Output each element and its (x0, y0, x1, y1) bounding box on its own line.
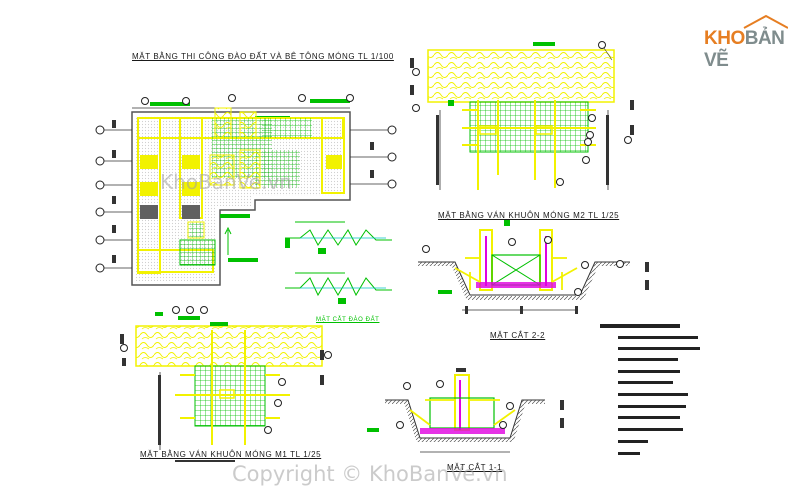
section-2-2 (418, 220, 649, 314)
khobanve-logo[interactable]: KHOBẢN VẼ (704, 14, 788, 71)
formwork-plan-m1 (120, 316, 332, 462)
logo-text-part2: BẢN VẼ (704, 28, 785, 71)
title-section-2-2: MẶT CẮT 2-2 (490, 331, 546, 340)
formwork-plan-m2 (410, 41, 634, 190)
logo-text-part1: KHO (704, 28, 745, 49)
title-formwork-m2: MẶT BẰNG VÁN KHUÔN MÓNG M2 TL 1/25 (438, 211, 620, 220)
title-excavation-plan: MẶT BẰNG THI CÔNG ĐÀO ĐẤT VÀ BÊ TÔNG MÓN… (132, 52, 394, 61)
logo-text: KHOBẢN VẼ (704, 28, 788, 72)
title-excavation-section: MẶT CẮT ĐÀO ĐẤT (316, 317, 380, 323)
section-1-1 (367, 368, 564, 453)
title-formwork-m1: MẶT BẰNG VÁN KHUÔN MÓNG M1 TL 1/25 (140, 450, 322, 459)
excavation-sections (285, 221, 392, 304)
house-roof-icon (743, 14, 788, 29)
excavation-plan (95, 94, 397, 316)
title-section-1-1: MẶT CẮT 1-1 (447, 463, 503, 472)
notes-legend (600, 324, 700, 455)
